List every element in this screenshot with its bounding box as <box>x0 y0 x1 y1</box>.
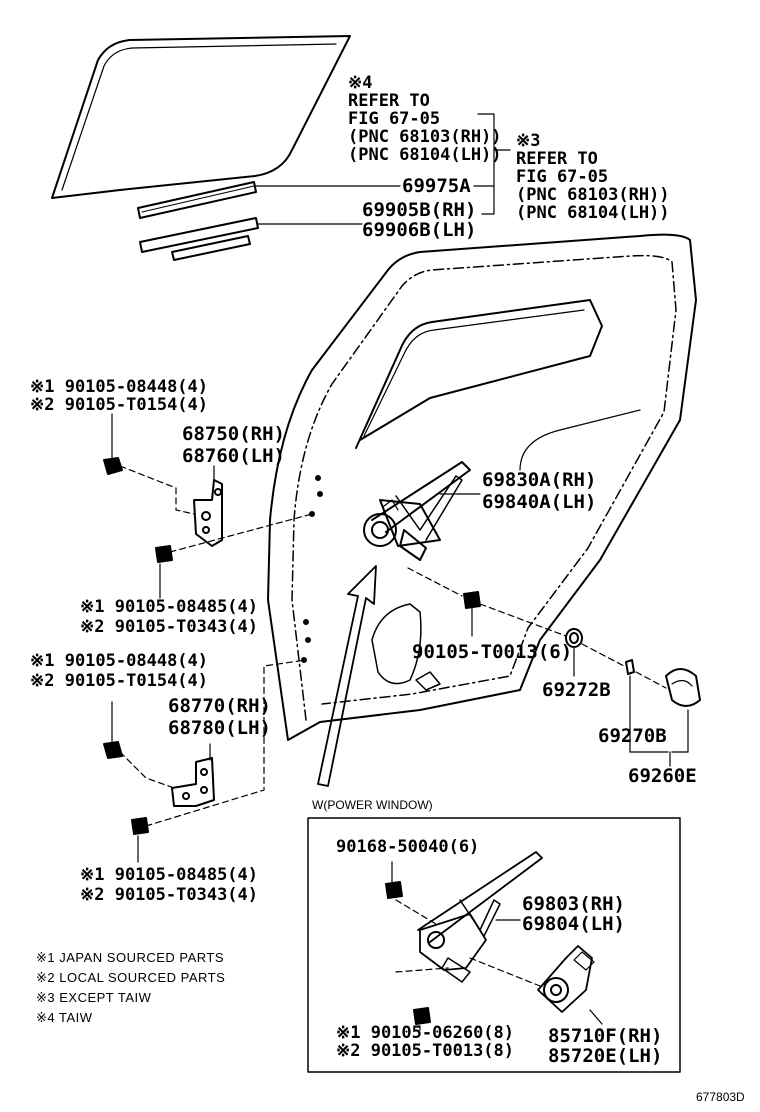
label-hinge-lo-lh: 68780(LH) <box>168 717 271 739</box>
label-bolt-bot-1: ※1 90105-08485(4) <box>80 865 259 885</box>
label-69905B: 69905B(RH) <box>362 199 477 221</box>
ref4-line2: FIG 67-05 <box>348 109 441 129</box>
legend-4: ※4 TAIW <box>36 1010 93 1025</box>
ref4-line3: (PNC 68103(RH)) <box>348 127 502 147</box>
label-69260E: 69260E <box>628 765 697 787</box>
legend-2: ※2 LOCAL SOURCED PARTS <box>36 970 226 985</box>
label-bolt-low-1: ※1 90105-08448(4) <box>30 651 209 671</box>
label-69270B: 69270B <box>598 725 667 747</box>
ref3-line3: (PNC 68103(RH)) <box>516 185 670 205</box>
window-regulator <box>363 461 471 561</box>
label-inset-regulator-lh: 69804(LH) <box>522 913 625 935</box>
legend-1: ※1 JAPAN SOURCED PARTS <box>36 950 225 965</box>
lower-hinge-dashes <box>119 659 307 827</box>
lower-hinge-leaders <box>111 701 211 863</box>
label-regulator-rh: 69830A(RH) <box>482 469 597 491</box>
ref3-line2: FIG 67-05 <box>516 167 609 187</box>
label-bolt-mid-2: ※2 90105-T0343(4) <box>80 617 259 637</box>
top-leaders <box>255 113 511 225</box>
label-bolt-top-2: ※2 90105-T0154(4) <box>30 395 209 415</box>
label-69272B: 69272B <box>542 679 611 701</box>
figure-code: 677803D <box>696 1090 745 1104</box>
washer-69272B <box>565 628 583 677</box>
inset-dashes <box>395 899 541 987</box>
label-inset-regulator-rh: 69803(RH) <box>522 893 625 915</box>
door-panel <box>267 233 697 741</box>
regulator-bolt <box>463 591 481 637</box>
lower-hinge <box>103 741 215 835</box>
regulator-dashes <box>407 567 667 689</box>
label-inset-bolt-a: 90168-50040(6) <box>336 837 480 857</box>
label-bolt-low-2: ※2 90105-T0154(4) <box>30 671 209 691</box>
ref3-line1: REFER TO <box>516 149 598 169</box>
ref3-line4: (PNC 68104(LH)) <box>516 203 670 223</box>
label-bolt-regulator: 90105-T0013(6) <box>412 641 573 663</box>
label-bolt-mid-1: ※1 90105-08485(4) <box>80 597 259 617</box>
ref4-marker: ※4 <box>348 73 373 93</box>
upper-hinge <box>103 457 223 563</box>
label-69906B: 69906B(LH) <box>362 219 477 241</box>
glass-run-strips <box>137 181 259 261</box>
inset-title: W(POWER WINDOW) <box>312 798 433 812</box>
label-hinge-up-rh: 68750(RH) <box>182 423 285 445</box>
label-inset-bolt-b2: ※2 90105-T0013(8) <box>336 1041 515 1061</box>
ref4-line4: (PNC 68104(LH)) <box>348 145 502 165</box>
label-69975A: 69975A <box>402 175 471 197</box>
label-regulator-lh: 69840A(LH) <box>482 491 597 513</box>
upper-hinge-leaders <box>111 413 215 599</box>
label-hinge-up-lh: 68760(LH) <box>182 445 285 467</box>
upper-hinge-dashes <box>119 465 313 553</box>
label-bolt-bot-2: ※2 90105-T0343(4) <box>80 885 259 905</box>
door-glass <box>51 35 351 199</box>
label-bolt-top-1: ※1 90105-08448(4) <box>30 377 209 397</box>
ref3-marker: ※3 <box>516 131 541 151</box>
assembly-arrow <box>317 565 377 787</box>
handle-69260E <box>625 659 701 767</box>
label-motor-rh: 85710F(RH) <box>548 1025 663 1047</box>
label-hinge-lo-rh: 68770(RH) <box>168 695 271 717</box>
power-window-inset <box>307 817 681 1073</box>
ref4-line1: REFER TO <box>348 91 430 111</box>
label-motor-lh: 85720E(LH) <box>548 1045 663 1067</box>
legend-3: ※3 EXCEPT TAIW <box>36 990 152 1005</box>
label-inset-bolt-b1: ※1 90105-06260(8) <box>336 1023 515 1043</box>
